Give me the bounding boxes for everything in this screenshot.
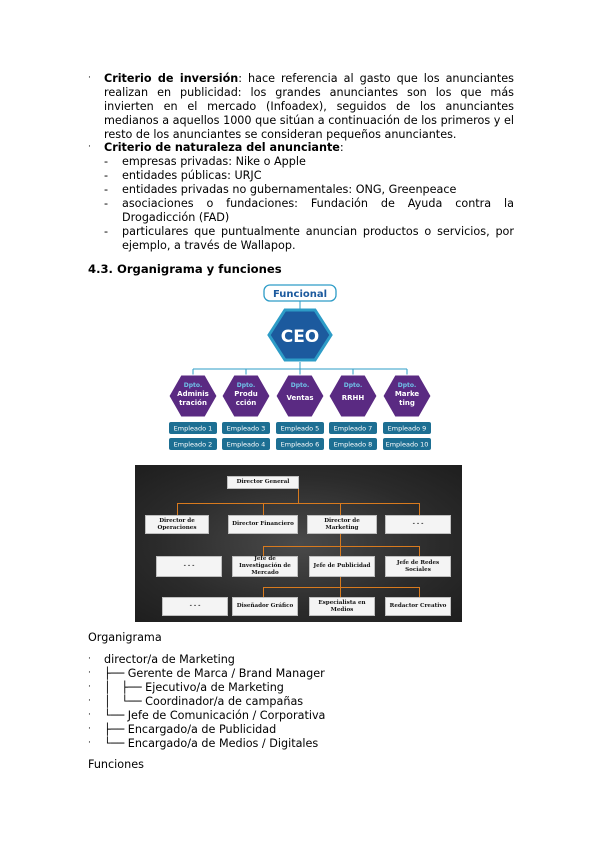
employee-box xyxy=(222,438,270,450)
org-box-level4: - - - xyxy=(162,597,228,616)
org-box-level2: Director de Marketing xyxy=(307,515,377,534)
employee-box xyxy=(276,438,324,450)
employee-box xyxy=(276,422,324,434)
dept-label-line2: Produ xyxy=(234,390,257,398)
employee-label: Empleado 9 xyxy=(388,425,427,433)
employee-box xyxy=(169,438,217,450)
employee-label: Empleado 2 xyxy=(174,441,213,449)
employee-box xyxy=(383,438,431,450)
org-box-level4: Redactor Creativo xyxy=(385,597,451,616)
dept-label-line2: Adminis xyxy=(177,390,209,398)
org-box-level3: Jefe de Redes Sociales xyxy=(385,556,451,577)
tree-item-text: │ └── Coordinador/a de campañas xyxy=(104,695,304,708)
employee-box xyxy=(222,422,270,434)
bullet-dot: · xyxy=(88,142,91,152)
employee-box xyxy=(383,422,431,434)
employee-label: Empleado 7 xyxy=(334,425,373,433)
tree-item-text: └── Jefe de Comunicación / Corporativa xyxy=(104,709,326,722)
dark-org-chart: Director General Director de Operaciones… xyxy=(135,465,462,622)
sub-item-text: entidades públicas: URJC xyxy=(122,169,262,182)
employee-box xyxy=(329,438,377,450)
sub-item-text: entidades privadas no gubernamentales: O… xyxy=(122,183,457,196)
employee-box xyxy=(329,422,377,434)
employee-box xyxy=(169,422,217,434)
org-box-level4: Diseñador Gráfico xyxy=(232,597,298,616)
org-box-level4: Especialista en Medios xyxy=(309,597,375,616)
dept-label-line1: Dpto. xyxy=(344,382,363,389)
dept-hexagon xyxy=(382,374,432,418)
sub-item-text: empresas privadas: Nike o Apple xyxy=(122,155,306,168)
employee-label: Empleado 8 xyxy=(334,441,373,449)
dept-label-line1: Dpto. xyxy=(184,382,203,389)
employee-label: Empleado 3 xyxy=(227,425,266,433)
org-box-director-general: Director General xyxy=(227,476,299,489)
criterio-inversion-text: : hace referencia al gasto que los anunc… xyxy=(104,72,514,141)
bullet-dot: · xyxy=(88,73,91,83)
dept-label-line3: ting xyxy=(399,399,415,407)
employee-label: Empleado 6 xyxy=(281,441,320,449)
tree-item-text: director/a de Marketing xyxy=(104,653,235,666)
employee-label: Empleado 10 xyxy=(386,441,429,449)
dept-label-line3: tración xyxy=(179,399,207,407)
tree-item-text: ├── Encargado/a de Publicidad xyxy=(104,723,277,736)
caption-organigrama: Organigrama xyxy=(88,631,162,644)
org-box-level3: Jefe de Publicidad xyxy=(309,556,375,577)
ceo-label: CEO xyxy=(281,327,320,347)
caption-funciones: Funciones xyxy=(88,758,144,771)
org-box-level3: Jefe de Investigación de Mercado xyxy=(232,556,298,577)
dept-hexagon xyxy=(168,374,218,418)
dept-hexagon xyxy=(328,374,378,418)
employee-label: Empleado 4 xyxy=(227,441,266,449)
dept-hexagon xyxy=(221,374,271,418)
org-box-level2: Director de Operaciones xyxy=(145,515,209,534)
dept-hexagon xyxy=(275,374,325,418)
criterio-inversion-label: Criterio de inversión xyxy=(104,72,239,85)
employee-label: Empleado 5 xyxy=(281,425,320,433)
tree-item-text: │ ├── Ejecutivo/a de Marketing xyxy=(104,681,284,694)
criterio-naturaleza-text: : xyxy=(339,141,344,154)
org-box-level2: Director Financiero xyxy=(228,515,298,534)
sub-item-text: asociaciones o fundaciones: Fundación de… xyxy=(122,197,514,224)
dept-label-line1: Dpto. xyxy=(291,382,310,389)
employee-label: Empleado 1 xyxy=(174,425,213,433)
tree-item-text: ├── Gerente de Marca / Brand Manager xyxy=(104,667,325,680)
dept-label-line2: RRHH xyxy=(342,394,365,402)
tree-item-text: └── Encargado/a de Medios / Digitales xyxy=(104,737,319,750)
dept-label-line1: Dpto. xyxy=(398,382,417,389)
criterio-naturaleza-label: Criterio de naturaleza del anunciante xyxy=(104,141,340,154)
org-box-level2: - - - xyxy=(385,515,451,534)
dept-label-line1: Dpto. xyxy=(237,382,256,389)
funcional-title: Funcional xyxy=(273,289,327,300)
ceo-hexagon xyxy=(267,308,333,362)
dept-label-line2: Marke xyxy=(395,390,420,398)
org-box-level3: - - - xyxy=(156,556,222,577)
section-heading: 4.3. Organigrama y funciones xyxy=(88,262,282,276)
sub-item-text: particulares que puntualmente anuncian p… xyxy=(122,225,514,252)
dept-label-line3: cción xyxy=(236,399,257,407)
dept-label-line2: Ventas xyxy=(286,394,313,402)
